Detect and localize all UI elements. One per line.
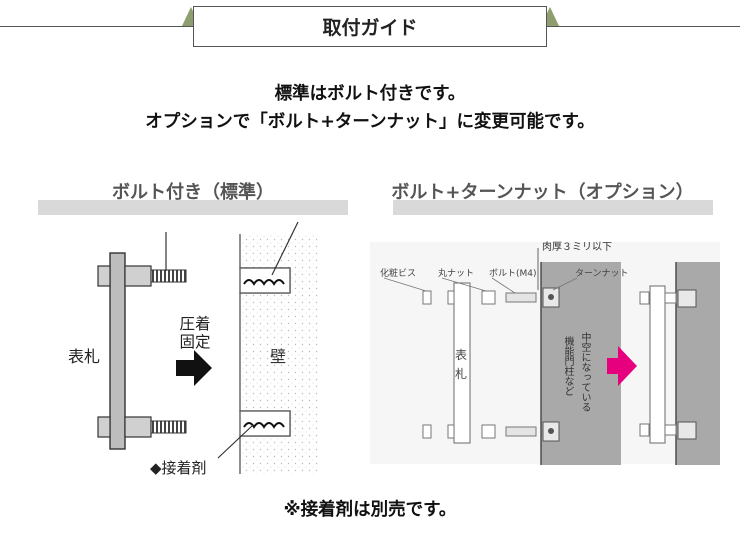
bolt-m4-top bbox=[505, 292, 537, 303]
bolt-bottom bbox=[150, 420, 187, 434]
round-nut-top bbox=[481, 290, 496, 305]
hollow-label-1: 中空になっている bbox=[579, 332, 590, 412]
press-arrow bbox=[176, 350, 212, 386]
result-plate bbox=[649, 285, 666, 444]
header-title: 取付ガイド bbox=[193, 6, 547, 47]
nut-bottom-left bbox=[97, 416, 111, 438]
bolt-label: ボルト(M4) bbox=[489, 269, 537, 279]
round-nut-bottom bbox=[481, 424, 496, 439]
screw-bottom bbox=[422, 424, 432, 439]
standard-section-title: ボルト付き（標準） bbox=[112, 182, 274, 203]
adhesive-bottom bbox=[243, 422, 285, 429]
plate-label: 表札 bbox=[68, 347, 101, 366]
intro-line-1: 標準はボルト付きです。 bbox=[274, 84, 466, 104]
thickness-label: 肉厚３ミリ以下 bbox=[542, 242, 612, 253]
press-label-2: 固定 bbox=[179, 333, 211, 351]
turn-nut-label: ターンナット bbox=[575, 269, 629, 279]
result-turn-nut-bottom bbox=[677, 421, 697, 440]
screw-top bbox=[422, 290, 432, 305]
press-label-1: 圧着 bbox=[179, 315, 211, 333]
option-plate-label-1: 表 bbox=[455, 348, 468, 362]
adhesive-note: ※接着剤は別売です。 bbox=[283, 500, 457, 520]
nut-top-left bbox=[97, 265, 111, 287]
result-turn-nut-top bbox=[677, 289, 697, 308]
round-nut-label: 丸ナット bbox=[438, 269, 475, 279]
option-plate-label-2: 札 bbox=[455, 367, 468, 381]
option-section-bar bbox=[393, 200, 713, 215]
standard-section-bar bbox=[38, 200, 348, 215]
plate-body bbox=[109, 252, 126, 450]
option-plate bbox=[453, 282, 471, 444]
option-section-title: ボルト+ターンナット（オプション） bbox=[391, 182, 694, 203]
adhesive-label: ◆接着剤 bbox=[150, 459, 207, 477]
intro-line-2: オプションで「ボルト+ターンナット」に変更可能です。 bbox=[145, 112, 595, 132]
hollow-label-2: 機能門柱など bbox=[562, 336, 573, 396]
adhesive-top bbox=[243, 279, 285, 286]
screw-label: 化粧ビス bbox=[380, 269, 417, 279]
bolt-top bbox=[150, 269, 187, 283]
bolt-m4-bottom bbox=[505, 426, 537, 437]
wall-label: 壁 bbox=[270, 347, 287, 366]
option-arrow bbox=[607, 346, 637, 386]
